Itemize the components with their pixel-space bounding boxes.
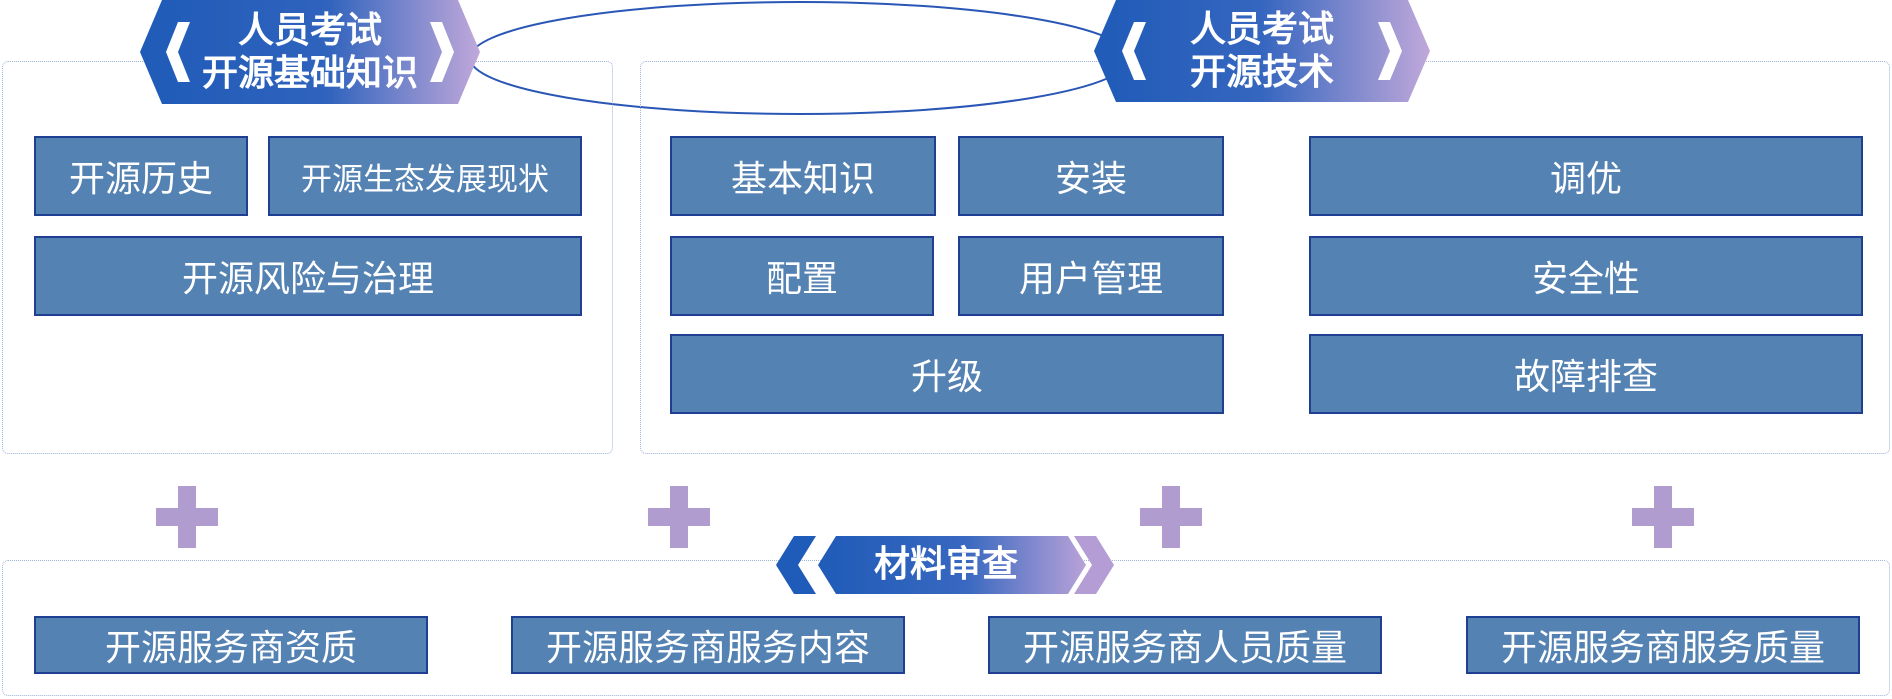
item-provider-staff-quality: 开源服务商人员质量 (988, 616, 1382, 674)
banner-tech: 人员考试 开源技术 (1094, 0, 1430, 102)
item-security: 安全性 (1309, 236, 1863, 316)
item-tuning: 调优 (1309, 136, 1863, 216)
banner-tech-line2: 开源技术 (1189, 52, 1334, 93)
plus-icon (1140, 486, 1202, 548)
item-ecosystem-status: 开源生态发展现状 (268, 136, 582, 216)
item-provider-qualification: 开源服务商资质 (34, 616, 428, 674)
plus-icon (1632, 486, 1694, 548)
item-provider-service-content: 开源服务商服务内容 (511, 616, 905, 674)
banner-basic-line1: 人员考试 (237, 9, 382, 51)
plus-icon (156, 486, 218, 548)
banner-material-review: 材料审查 (776, 536, 1116, 594)
item-upgrade: 升级 (670, 334, 1224, 414)
item-basic-knowledge: 基本知识 (670, 136, 936, 216)
item-user-management: 用户管理 (958, 236, 1224, 316)
banner-basic-knowledge: 人员考试 开源基础知识 (140, 0, 480, 104)
banner-basic-line2: 开源基础知识 (201, 53, 418, 94)
item-configuration: 配置 (670, 236, 934, 316)
banner-tech-line1: 人员考试 (1189, 8, 1334, 50)
item-provider-service-quality: 开源服务商服务质量 (1466, 616, 1860, 674)
item-risk-governance: 开源风险与治理 (34, 236, 582, 316)
item-install: 安装 (958, 136, 1224, 216)
item-open-source-history: 开源历史 (34, 136, 248, 216)
item-troubleshooting: 故障排查 (1309, 334, 1863, 414)
banner-material-label: 材料审查 (873, 544, 1018, 586)
plus-icon (648, 486, 710, 548)
